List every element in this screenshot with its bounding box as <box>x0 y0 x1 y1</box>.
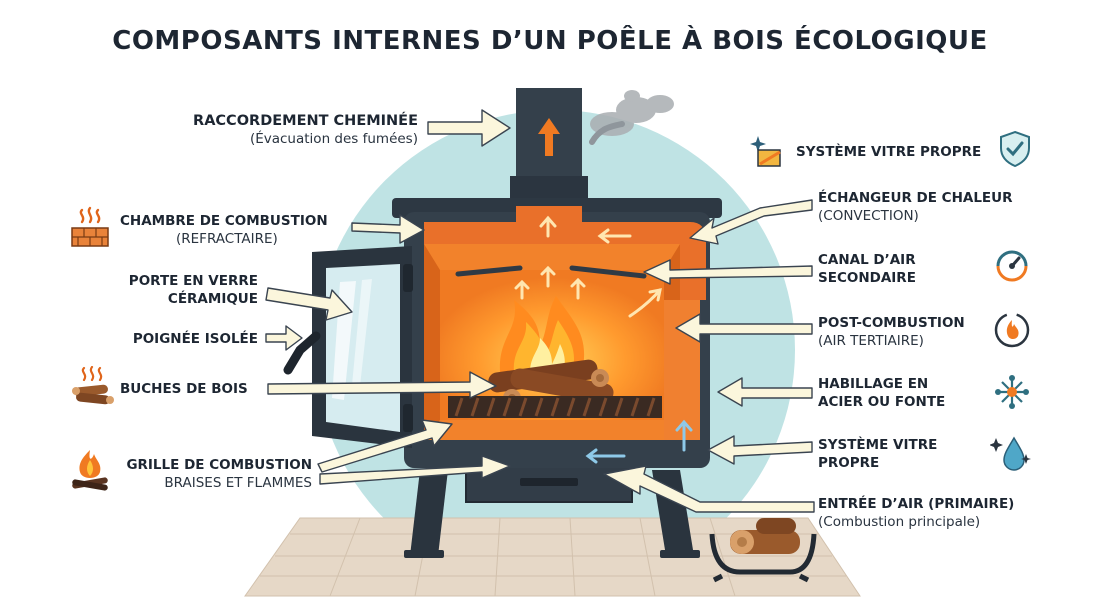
label-canal-line2: SECONDAIRE <box>818 270 916 286</box>
gauge-icon <box>996 250 1028 282</box>
sparkle-chart-icon <box>750 136 781 167</box>
flames <box>499 296 585 372</box>
label-echangeur-title: ÉCHANGEUR DE CHALEUR <box>818 190 1013 206</box>
label-entree-sub: (Combustion principale) <box>818 514 981 530</box>
label-grille-sub: BRAISES ET FLAMMES <box>164 475 312 491</box>
label-chambre: CHAMBRE DE COMBUSTION (REFRACTAIRE) <box>120 212 360 248</box>
label-entree-title: ENTRÉE D’AIR (PRIMAIRE) <box>818 496 1015 512</box>
shield-check-icon <box>1000 130 1030 168</box>
label-porte-line2: CÉRAMIQUE <box>167 291 258 307</box>
label-raccordement-title: RACCORDEMENT CHEMINÉE <box>193 113 418 129</box>
label-porte-line1: PORTE EN VERRE <box>128 273 258 289</box>
campfire-icon <box>72 450 108 491</box>
label-vitre-propre-1-title: SYSTÈME VITRE PROPRE <box>796 144 982 160</box>
callout-arrows <box>265 109 815 513</box>
label-buches: BUCHES DE BOIS <box>120 380 270 398</box>
label-poignee: POIGNÉE ISOLÉE <box>100 330 258 348</box>
network-icon <box>995 375 1029 409</box>
logs-heat-icon <box>72 366 114 405</box>
page-title: COMPOSANTS INTERNES D’UN POÊLE À BOIS ÉC… <box>112 26 988 56</box>
label-habillage-line2: ACIER OU FONTE <box>818 394 946 410</box>
label-post-combustion: POST-COMBUSTION (AIR TERTIAIRE) <box>818 314 986 350</box>
heat-exchanger <box>424 222 706 300</box>
label-canal-line1: CANAL D’AIR <box>818 252 916 268</box>
label-vitre-propre-2: SYSTÈME VITRE PROPRE <box>818 436 986 472</box>
flame-cycle-icon <box>994 312 1030 348</box>
chimney-up-arrow <box>538 118 560 156</box>
label-echangeur-sub: (CONVECTION) <box>818 208 919 224</box>
label-entree-air: ENTRÉE D’AIR (PRIMAIRE) (Combustion prin… <box>818 495 1038 531</box>
label-habillage: HABILLAGE EN ACIER OU FONTE <box>818 375 986 411</box>
hot-air-arrows <box>514 215 662 318</box>
label-raccordement-sub: (Évacuation des fumées) <box>249 131 418 147</box>
label-vitre2-line2: PROPRE <box>818 455 880 471</box>
cold-air-arrows <box>585 419 693 464</box>
fire-logs <box>488 359 614 407</box>
glass-door <box>312 246 413 448</box>
label-porte: PORTE EN VERRE CÉRAMIQUE <box>100 272 258 308</box>
label-vitre-propre-1: SYSTÈME VITRE PROPRE <box>796 143 996 161</box>
label-chambre-title: CHAMBRE DE COMBUSTION <box>120 213 328 229</box>
log-basket <box>709 518 817 583</box>
label-raccordement: RACCORDEMENT CHEMINÉE (Évacuation des fu… <box>130 112 418 148</box>
bricks-flame-icon <box>71 206 109 247</box>
label-post-title: POST-COMBUSTION <box>818 315 965 331</box>
label-buches-title: BUCHES DE BOIS <box>120 381 248 397</box>
door-handle <box>283 331 321 375</box>
label-habillage-line1: HABILLAGE EN <box>818 376 929 392</box>
label-grille-title: GRILLE DE COMBUSTION <box>126 457 312 473</box>
label-vitre2-line1: SYSTÈME VITRE <box>818 437 938 453</box>
label-echangeur: ÉCHANGEUR DE CHALEUR (CONVECTION) <box>818 189 1034 225</box>
label-poignee-title: POIGNÉE ISOLÉE <box>132 331 258 347</box>
droplet-sparkle-icon <box>990 436 1031 471</box>
floor-tiles <box>244 517 861 597</box>
label-grille: GRILLE DE COMBUSTION BRAISES ET FLAMMES <box>108 456 312 492</box>
combustion-grate <box>448 396 662 418</box>
label-post-sub: (AIR TERTIAIRE) <box>818 333 924 349</box>
label-canal: CANAL D’AIR SECONDAIRE <box>818 251 978 287</box>
label-chambre-sub: (REFRACTAIRE) <box>176 231 278 247</box>
